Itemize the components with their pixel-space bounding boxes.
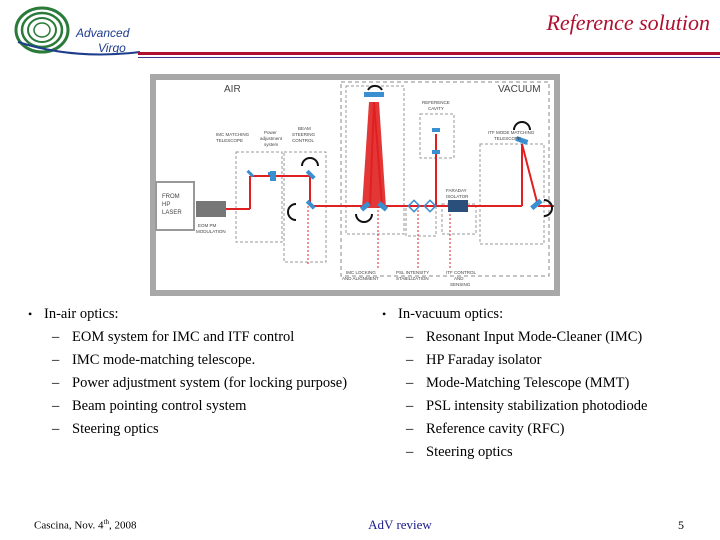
label-laser: FROM HP LASER	[162, 194, 182, 216]
label-air: AIR	[224, 84, 241, 95]
page-number: 5	[678, 518, 684, 532]
list-item: –Reference cavity (RFC)	[406, 421, 565, 437]
footer-title: AdV review	[368, 517, 432, 532]
imc-cavity-beam	[362, 102, 386, 208]
itf-telescope-group	[479, 143, 545, 245]
laser-box	[155, 181, 195, 231]
advanced-virgo-logo: Advanced Virgo	[14, 4, 142, 60]
list-item-text: EOM system for IMC and ITF control	[72, 329, 295, 345]
list-item-text: Mode-Matching Telescope (MMT)	[426, 375, 630, 391]
logo-text-virgo: Virgo	[98, 41, 126, 55]
list-item-text: Steering optics	[72, 421, 159, 437]
list-item-text: Resonant Input Mode-Cleaner (IMC)	[426, 329, 643, 345]
imc-group	[345, 85, 405, 235]
logo-text-advanced: Advanced	[76, 26, 130, 40]
list-item: –Mode-Matching Telescope (MMT)	[406, 375, 630, 391]
in-air-heading: In-air optics:	[22, 303, 402, 326]
list-item: –HP Faraday isolator	[406, 352, 542, 368]
footer-date-sup: th	[103, 518, 110, 526]
label-psl-intensity: PSL INTENSITY STABILIZATION	[396, 270, 430, 281]
logo-graphic	[14, 6, 141, 56]
footer-location-date: Cascina, Nov. 4th, 2008	[34, 518, 137, 532]
slide-title: Reference solution	[546, 10, 710, 35]
in-air-optics-list: In-air optics: –EOM system for IMC and I…	[22, 303, 402, 441]
diagram-outer-frame	[150, 74, 560, 296]
label-power-adjustment: Power adjustment system	[260, 130, 283, 147]
list-item: –Power adjustment system (for locking pu…	[52, 375, 348, 391]
imc-telescope-group	[235, 151, 283, 243]
list-item: –Beam pointing control system	[52, 398, 247, 414]
label-reference-cavity: REFERENCE CAVITY	[422, 100, 451, 111]
label-imc-telescope: IMC MATCHING TELESCOPE	[216, 132, 250, 143]
pickoff-beams	[307, 206, 451, 270]
eom-block	[196, 201, 226, 217]
list-item-text: PSL intensity stabilization photodiode	[426, 398, 648, 414]
list-item: –IMC mode-matching telescope.	[52, 352, 256, 368]
label-vacuum: VACUUM	[498, 84, 541, 95]
title-divider-thin	[138, 57, 720, 58]
optics	[246, 92, 543, 213]
label-faraday: FARADAY ISOLATOR	[446, 188, 469, 199]
list-item: –Steering optics	[406, 444, 513, 460]
vacuum-region	[340, 81, 550, 277]
list-item-text: HP Faraday isolator	[426, 352, 542, 368]
list-item-text: Reference cavity (RFC)	[426, 421, 565, 437]
list-item: –PSL intensity stabilization photodiode	[406, 398, 648, 414]
list-item-text: IMC mode-matching telescope.	[72, 352, 256, 368]
label-beam-steering: BEAM STEERING CONTROL	[292, 126, 316, 143]
footer-location: Cascina, Nov. 4	[34, 519, 104, 532]
label-itf-telescope: ITF MODE MATCHING TELESCOPE	[488, 130, 536, 141]
in-vacuum-optics-list: In-vacuum optics: –Resonant Input Mode-C…	[376, 303, 706, 464]
in-vacuum-heading: In-vacuum optics:	[376, 303, 706, 326]
list-item: –EOM system for IMC and ITF control	[52, 329, 295, 345]
label-eom: EOM PM MODULATION	[196, 223, 226, 234]
title-divider	[138, 52, 720, 55]
label-itf-control: ITF CONTROL AND SENSING	[446, 270, 477, 287]
list-item-text: Steering optics	[426, 444, 513, 460]
list-item: –Resonant Input Mode-Cleaner (IMC)	[406, 329, 643, 345]
control-arrows	[287, 84, 553, 223]
list-item-text: Power adjustment system (for locking pur…	[72, 375, 348, 391]
label-imc-locking: IMC LOCKING AND ALIGNMENT	[342, 270, 379, 281]
optical-layout-diagram: AIR VACUUM FROM HP LASER EOM PM MODULATI…	[150, 74, 560, 296]
list-item: –Steering optics	[52, 421, 159, 437]
list-item-text: Beam pointing control system	[72, 398, 247, 414]
footer-year: , 2008	[109, 519, 137, 532]
